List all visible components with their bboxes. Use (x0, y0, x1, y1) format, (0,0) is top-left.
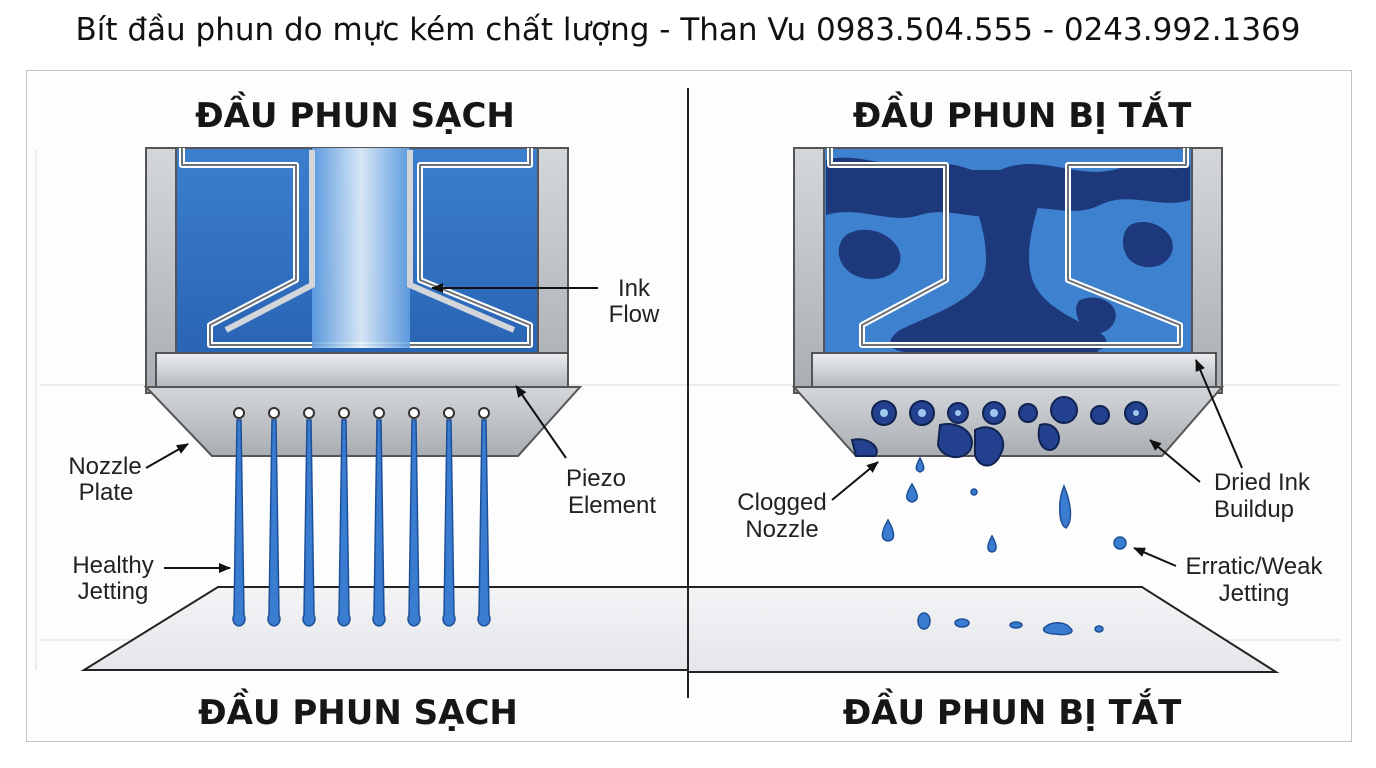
svg-text:Flow: Flow (609, 301, 660, 328)
svg-text:Healthy: Healthy (72, 552, 153, 579)
label-ink-flow: Ink Flow (431, 275, 660, 328)
clean-piezo-bar (155, 352, 569, 388)
page-title: Bít đầu phun do mực kém chất lượng - Tha… (75, 12, 1301, 48)
svg-text:Nozzle: Nozzle (68, 453, 141, 480)
label-clogged-nozzle: Clogged Nozzle (737, 461, 879, 543)
label-healthy-jetting: Healthy Jetting (72, 552, 231, 605)
svg-text:Plate: Plate (79, 479, 134, 506)
clean-printhead (143, 147, 583, 457)
erratic-droplets (881, 456, 1127, 636)
right-paper (687, 586, 1280, 673)
clogged-nozzles (850, 396, 1148, 467)
right-heading-top: ĐẦU PHUN BỊ TẮT (853, 91, 1192, 136)
svg-text:Dried Ink: Dried Ink (1214, 469, 1311, 496)
label-nozzle-plate: Nozzle Plate (68, 443, 189, 506)
svg-text:Jetting: Jetting (78, 578, 149, 605)
label-erratic-weak-jetting: Erratic/Weak Jetting (1133, 547, 1324, 607)
svg-text:Jetting: Jetting (1219, 580, 1290, 607)
clogged-printhead (791, 147, 1225, 467)
label-piezo-element: Piezo Element (515, 385, 656, 519)
svg-text:Erratic/Weak: Erratic/Weak (1186, 553, 1324, 580)
clogged-nozzle-plate (791, 386, 1225, 457)
svg-text:Piezo: Piezo (566, 465, 626, 492)
svg-text:Element: Element (568, 492, 656, 519)
left-heading-top: ĐẦU PHUN SẠCH (195, 91, 515, 136)
clogged-piezo-bar (811, 352, 1217, 388)
right-heading-bottom: ĐẦU PHUN BỊ TẮT (843, 688, 1182, 733)
healthy-jets (232, 419, 491, 627)
dried-ink-blotches (826, 157, 1190, 366)
svg-text:Nozzle: Nozzle (745, 516, 818, 543)
left-heading-bottom: ĐẦU PHUN SẠCH (198, 688, 518, 733)
clean-nozzles (233, 407, 490, 419)
svg-text:Buildup: Buildup (1214, 496, 1294, 523)
svg-text:Ink: Ink (618, 275, 651, 302)
svg-text:Clogged: Clogged (737, 489, 826, 516)
left-paper (80, 586, 689, 671)
clean-nozzle-plate (143, 386, 583, 457)
label-dried-ink-buildup: Dried Ink Buildup (1149, 359, 1311, 523)
ink-channel (312, 148, 410, 348)
